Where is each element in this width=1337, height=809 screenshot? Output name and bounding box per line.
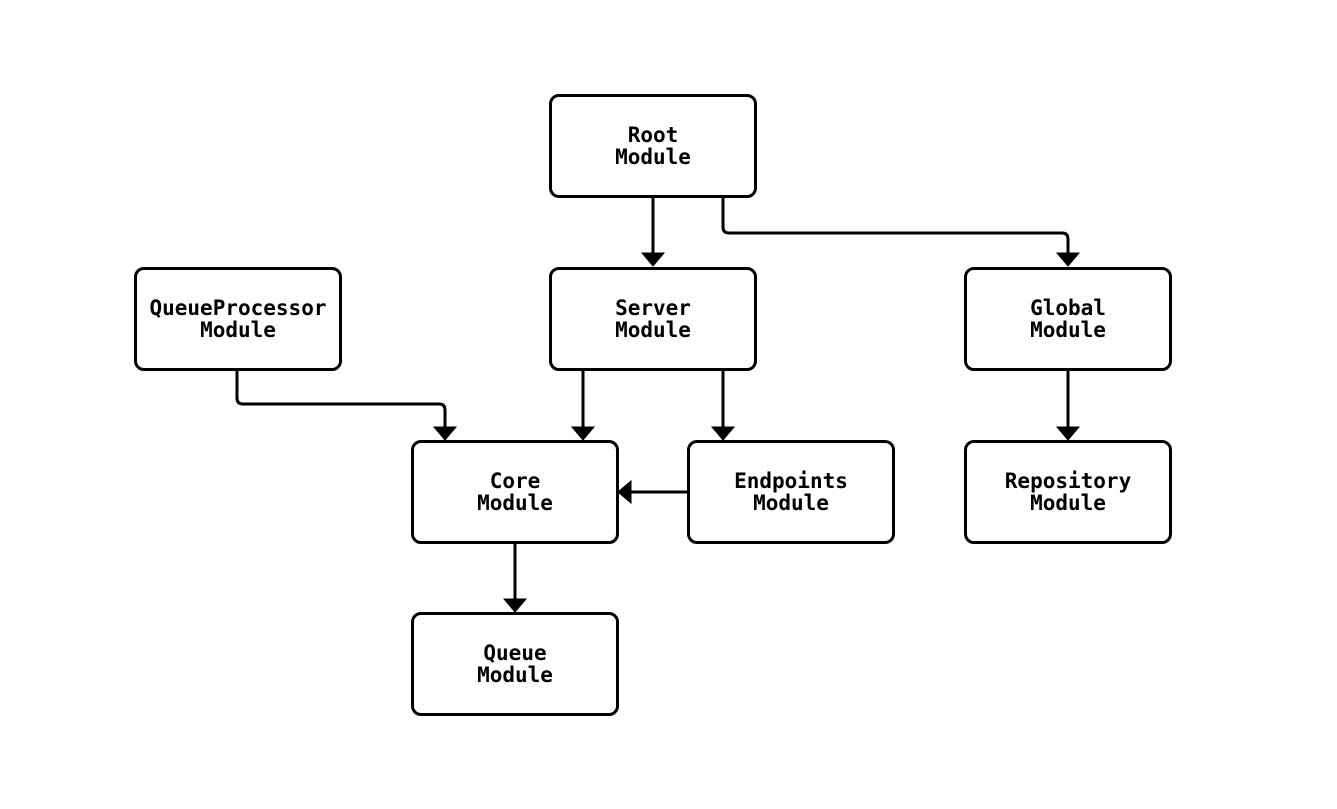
node-core-module: Core Module (411, 440, 619, 544)
node-core-module-label-line1: Core (489, 469, 541, 493)
node-server-module-label-line1: Server (615, 296, 691, 320)
node-endpoints-module-label-line1: Endpoints (734, 469, 848, 493)
node-root-module-label-line1: Root (627, 123, 679, 147)
arrowhead-root-to-global (1055, 252, 1081, 267)
arrowhead-core-to-queue (502, 598, 528, 613)
arrowhead-global-to-repository (1055, 426, 1081, 441)
arrowhead-queueprocessor-to-core (432, 426, 458, 441)
node-endpoints-module: Endpoints Module (687, 440, 895, 544)
edge-core-to-queue (502, 544, 528, 613)
node-endpoints-module-label-line2: Module (753, 491, 829, 515)
node-server-module: Server Module (549, 267, 757, 371)
edge-root-to-server (640, 198, 666, 267)
node-queueprocessor-module: QueueProcessor Module (134, 267, 342, 371)
arrowhead-endpoints-to-core (617, 479, 632, 505)
node-repository-module-label-line1: Repository (1004, 469, 1132, 493)
node-global-module-label-line1: Global (1030, 296, 1106, 320)
node-repository-module-label-line2: Module (1030, 491, 1106, 515)
node-queueprocessor-module-label-line1: QueueProcessor (149, 296, 327, 320)
arrowhead-root-to-server (640, 252, 666, 267)
edge-server-to-endpoints (710, 371, 736, 441)
edge-endpoints-to-core (617, 479, 687, 505)
node-queue-module-label-line2: Module (477, 663, 553, 687)
edge-global-to-repository (1055, 371, 1081, 441)
arrowhead-server-to-core (570, 426, 596, 441)
edge-queueprocessor-to-core (235, 371, 458, 441)
node-core-module-label-line2: Module (477, 491, 553, 515)
node-global-module-label-line2: Module (1030, 318, 1106, 342)
node-queueprocessor-module-label-line2: Module (200, 318, 276, 342)
node-server-module-label-line2: Module (615, 318, 691, 342)
node-repository-module: Repository Module (964, 440, 1172, 544)
node-root-module-label-line2: Module (615, 145, 691, 169)
arrowhead-server-to-endpoints (710, 426, 736, 441)
node-root-module: Root Module (549, 94, 757, 198)
node-queue-module-label-line1: Queue (483, 641, 547, 665)
edge-root-to-global (721, 198, 1081, 267)
edge-server-to-core (570, 371, 596, 441)
node-queue-module: Queue Module (411, 612, 619, 716)
node-global-module: Global Module (964, 267, 1172, 371)
